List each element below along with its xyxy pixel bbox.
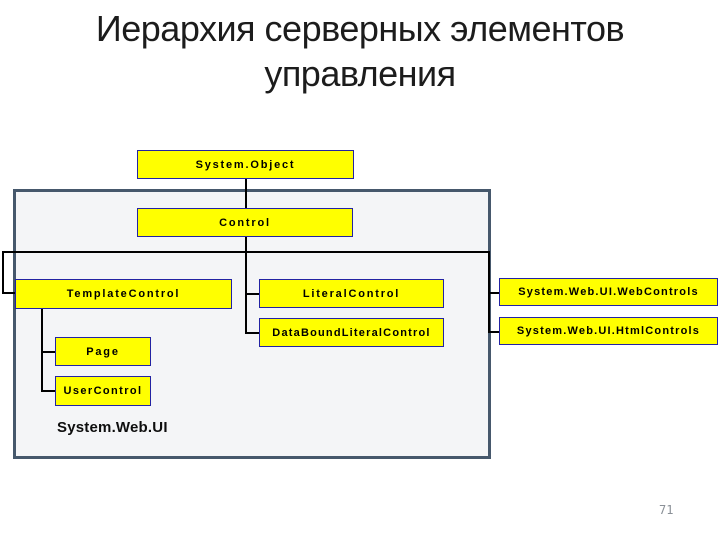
node-literal-control: LiteralControl: [259, 279, 444, 308]
node-template-control: TemplateControl: [15, 279, 232, 309]
slide-title-line1: Иерархия серверных элементов: [95, 8, 625, 49]
namespace-label: System.Web.UI: [57, 419, 168, 436]
node-html-controls-namespace: System.Web.UI.HtmlControls: [499, 317, 718, 345]
connector-right-trunk: [488, 251, 490, 331]
page-number: 71: [659, 503, 674, 517]
node-databound-literal-control: DataBoundLiteralControl: [259, 318, 444, 347]
connector-htmlcontrols-stub: [488, 331, 499, 333]
slide-title: Иерархия серверных элементов управления: [0, 6, 720, 96]
connector-usercontrol-stub: [41, 390, 55, 392]
connector-center-trunk: [245, 251, 247, 333]
node-user-control: UserControl: [55, 376, 151, 406]
connector-webcontrols-stub: [488, 292, 499, 294]
connector-control-to-bus: [245, 237, 247, 251]
node-system-object: System.Object: [137, 150, 354, 179]
connector-literalcontrol-stub: [245, 293, 259, 295]
connector-templatecontrol-stub: [2, 292, 15, 294]
connector-databound-stub: [245, 332, 259, 334]
connector-systemobject-to-control: [245, 179, 247, 208]
node-web-controls-namespace: System.Web.UI.WebControls: [499, 278, 718, 306]
node-page: Page: [55, 337, 151, 366]
node-control: Control: [137, 208, 353, 237]
connector-page-stub: [41, 351, 55, 353]
connector-left-drop: [2, 251, 4, 292]
connector-templatecontrol-trunk: [41, 308, 43, 391]
slide-title-line2: управления: [264, 53, 456, 94]
